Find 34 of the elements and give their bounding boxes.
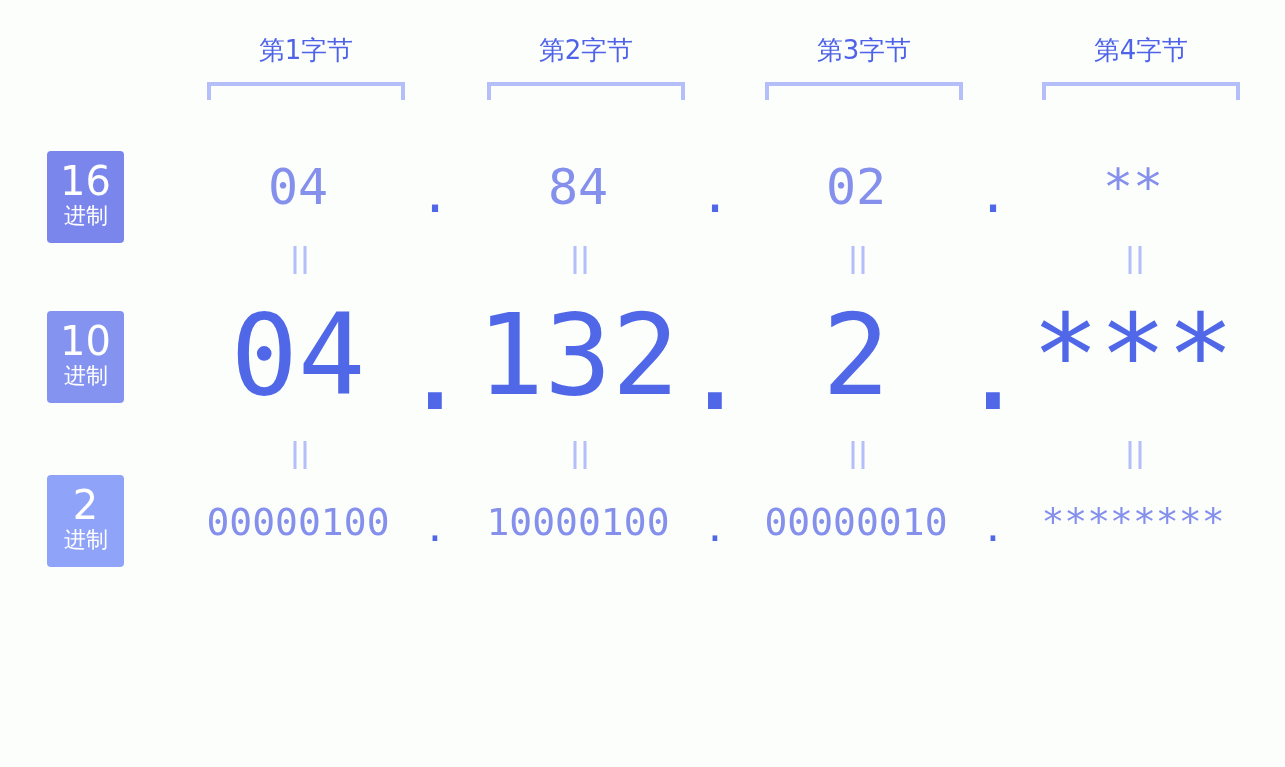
base-caption: 进制 bbox=[62, 363, 109, 389]
dot-separator: . bbox=[419, 170, 451, 220]
base-badge bbox=[47, 151, 124, 243]
byte-value: 04 bbox=[230, 299, 366, 411]
dot-separator: . bbox=[401, 314, 469, 426]
byte-value: 02 bbox=[825, 162, 887, 212]
dot-separator: . bbox=[959, 314, 1027, 426]
byte-value: 84 bbox=[547, 162, 609, 212]
base-number: 16 bbox=[59, 159, 112, 203]
column-header: 第3字节 bbox=[816, 37, 912, 63]
byte-value: ******** bbox=[1041, 503, 1225, 541]
dot-separator: . bbox=[703, 509, 727, 547]
byte-value: 00000010 bbox=[764, 503, 948, 541]
byte-value: 00000100 bbox=[206, 503, 390, 541]
column-header: 第4字节 bbox=[1093, 37, 1189, 63]
dot-separator: . bbox=[423, 509, 447, 547]
dot-separator: . bbox=[699, 170, 731, 220]
dot-separator: . bbox=[981, 509, 1005, 547]
byte-value: 04 bbox=[267, 162, 329, 212]
column-header: 第1字节 bbox=[258, 37, 354, 63]
byte-value: 10000100 bbox=[486, 503, 670, 541]
byte-value: ** bbox=[1102, 162, 1164, 212]
base-number: 10 bbox=[59, 319, 112, 363]
base-caption: 进制 bbox=[62, 203, 109, 229]
base-caption: 进制 bbox=[62, 527, 109, 553]
dot-separator: . bbox=[681, 314, 749, 426]
base-badge bbox=[47, 311, 124, 403]
byte-value: *** bbox=[1031, 299, 1235, 411]
base-badge bbox=[47, 475, 124, 567]
byte-value: 2 bbox=[822, 299, 890, 411]
column-header: 第2字节 bbox=[538, 37, 634, 63]
byte-value: 132 bbox=[476, 299, 680, 411]
dot-separator: . bbox=[977, 170, 1009, 220]
base-number: 2 bbox=[71, 483, 100, 527]
